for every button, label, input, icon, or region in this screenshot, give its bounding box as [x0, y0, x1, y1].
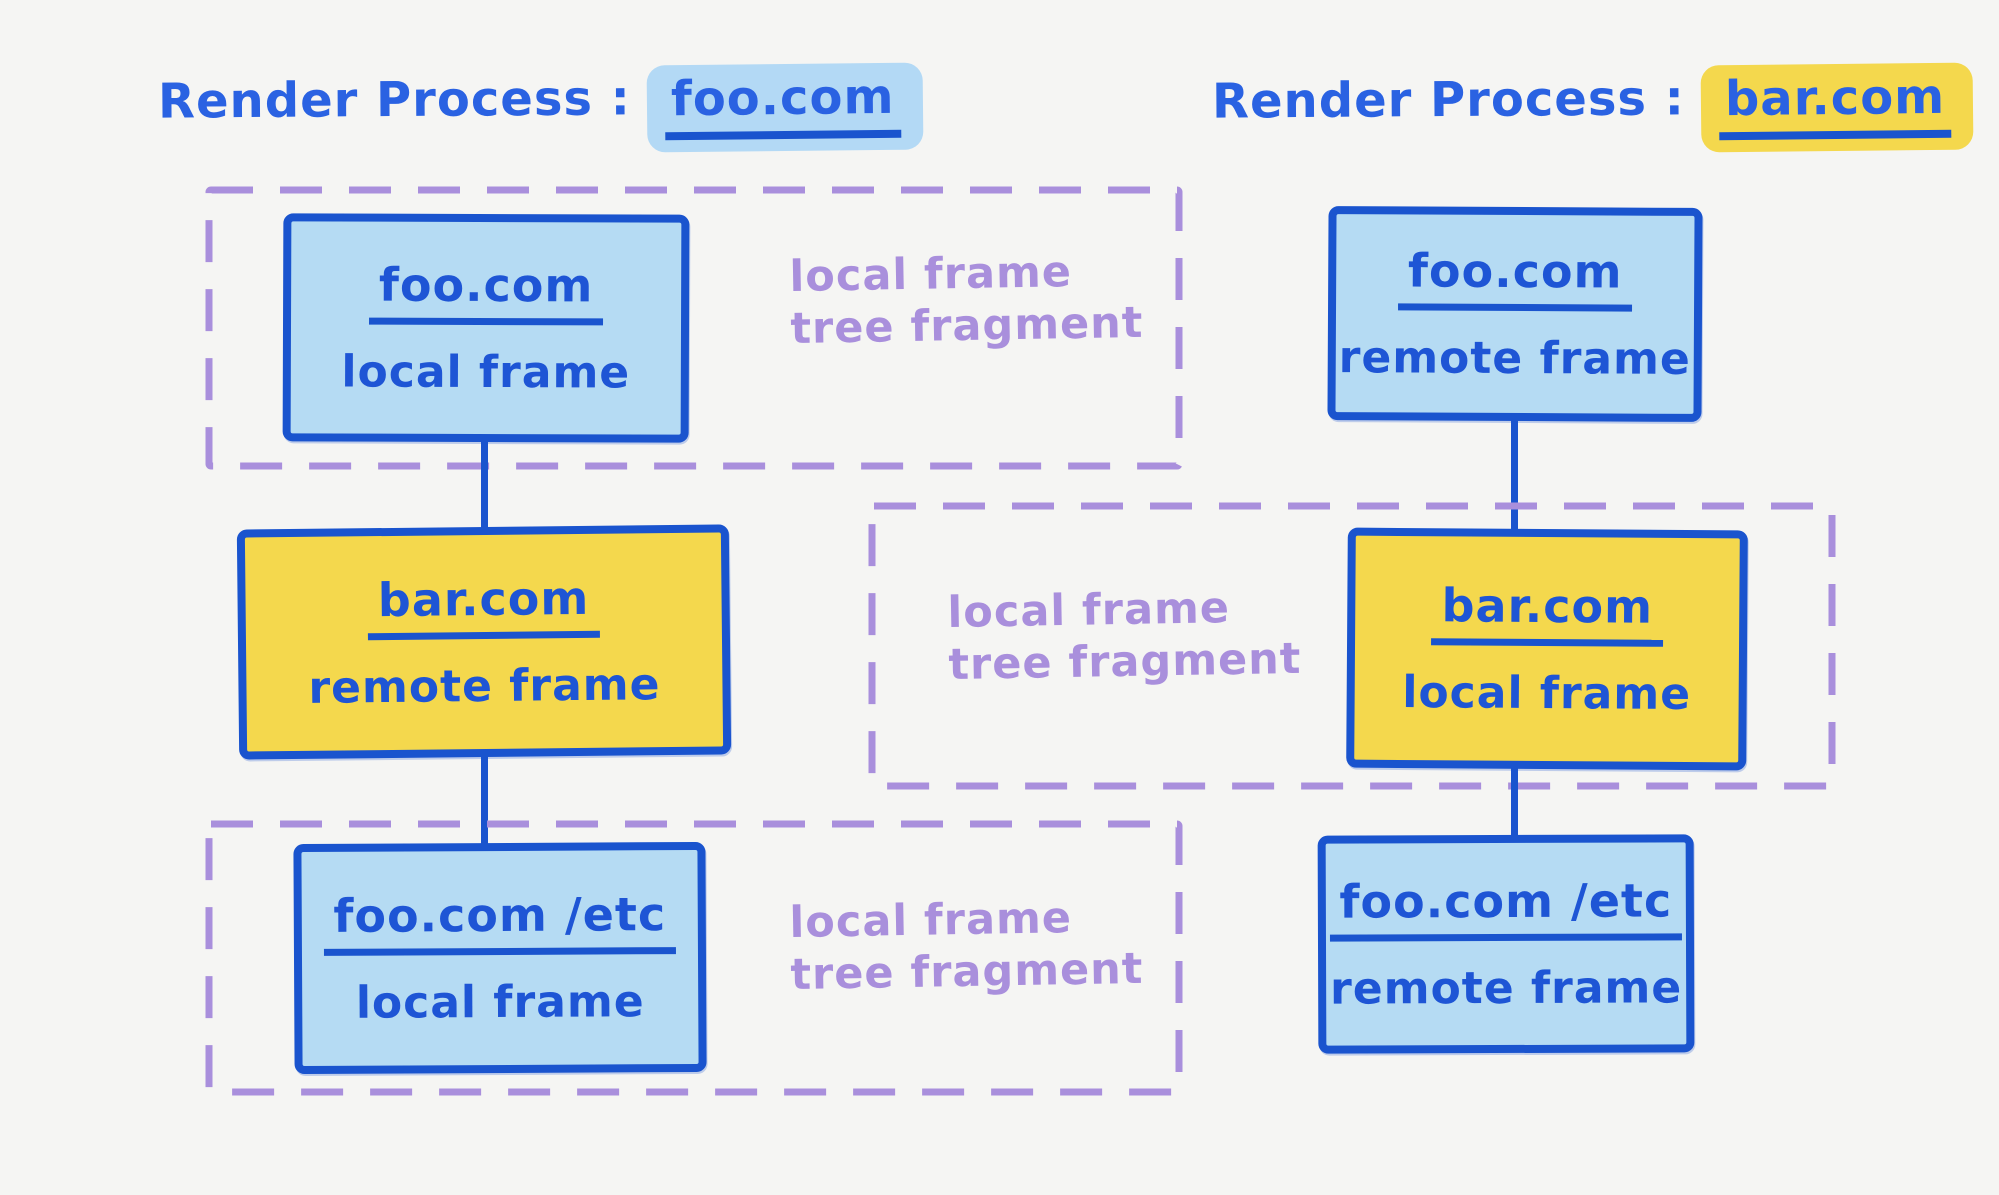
- node-role: remote frame: [1330, 962, 1683, 1015]
- node-fooetc-local-frame: foo.com /etc local frame: [293, 841, 707, 1075]
- right-title-highlight: bar.com: [1700, 62, 1974, 153]
- node-domain: foo.com /etc: [323, 887, 677, 956]
- left-process-title: Render Process : foo.com: [157, 62, 923, 153]
- node-domain: foo.com /etc: [1329, 873, 1683, 942]
- left-title-domain: foo.com: [664, 68, 901, 141]
- connector-left-top: [481, 438, 488, 532]
- local-frame-tree-fragment-outline-top-left: [205, 186, 1183, 470]
- node-foo-local-frame: foo.com local frame: [282, 213, 690, 443]
- node-fooetc-remote-frame: foo.com /etc remote frame: [1317, 834, 1695, 1054]
- node-domain: bar.com: [367, 570, 600, 641]
- right-title-text: Render Process :: [1211, 70, 1686, 130]
- fragment-label-line2: tree fragment: [790, 298, 1144, 355]
- connector-right-top: [1511, 417, 1518, 533]
- connector-right-bottom: [1511, 765, 1518, 839]
- node-bar-local-frame: bar.com local frame: [1346, 527, 1748, 771]
- fragment-label-right: local frame tree fragment: [947, 581, 1302, 692]
- local-frame-tree-fragment-outline-bottom-left: [205, 820, 1183, 1096]
- right-title-domain: bar.com: [1718, 68, 1952, 141]
- node-foo-remote-frame: foo.com remote frame: [1327, 206, 1703, 422]
- right-process-title: Render Process : bar.com: [1211, 62, 1974, 153]
- connector-left-bottom: [481, 753, 488, 848]
- left-title-text: Render Process :: [157, 70, 632, 130]
- node-role: local frame: [355, 976, 645, 1029]
- node-role: remote frame: [1338, 332, 1691, 385]
- fragment-label-line1: local frame: [789, 893, 1073, 949]
- fragment-label-line2: tree fragment: [790, 944, 1144, 1001]
- fragment-label-bottom-left: local frame tree fragment: [789, 891, 1144, 1002]
- node-bar-remote-frame: bar.com remote frame: [236, 524, 732, 760]
- fragment-label-line1: local frame: [947, 583, 1231, 639]
- node-role: local frame: [1402, 666, 1692, 721]
- fragment-label-line2: tree fragment: [948, 634, 1302, 691]
- fragment-label-line1: local frame: [789, 247, 1073, 303]
- node-role: local frame: [341, 346, 631, 399]
- node-domain: foo.com: [368, 257, 604, 326]
- left-title-highlight: foo.com: [646, 62, 923, 153]
- node-domain: foo.com: [1397, 243, 1633, 312]
- node-domain: bar.com: [1431, 578, 1664, 647]
- fragment-label-top-left: local frame tree fragment: [789, 245, 1144, 356]
- node-role: remote frame: [308, 659, 661, 714]
